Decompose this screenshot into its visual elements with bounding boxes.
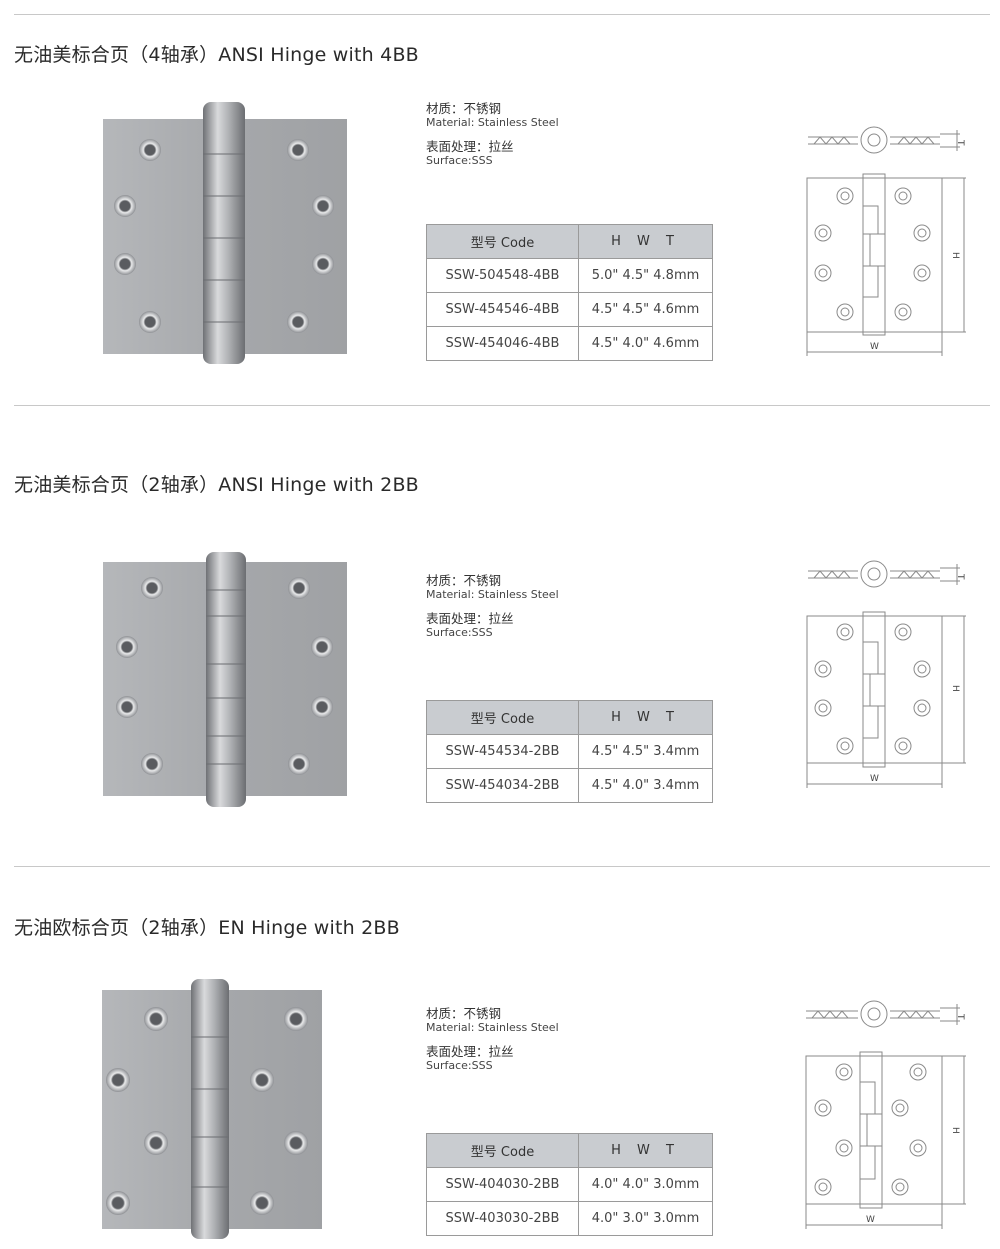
cell-code: SSW-504548-4BB	[426, 258, 579, 293]
model-table: 型号 Code H W T SSW-504548-4BB 5.0" 4.5" 4…	[426, 224, 713, 361]
cell-dims: 5.0" 4.5" 4.8mm	[578, 258, 713, 293]
dim-label-w: W	[866, 1215, 875, 1225]
spec-info: 材质：不锈钢 Material: Stainless Steel 表面处理：拉丝…	[426, 1007, 559, 1083]
table-row: SSW-504548-4BB 5.0" 4.5" 4.8mm	[426, 258, 713, 293]
cell-dims: 4.5" 4.0" 4.6mm	[578, 326, 713, 361]
table-row: SSW-454546-4BB 4.5" 4.5" 4.6mm	[426, 292, 713, 327]
header-dims: H W T	[578, 1133, 713, 1168]
model-table: 型号 Code H W T SSW-454534-2BB 4.5" 4.5" 3…	[426, 700, 713, 803]
table-header-row: 型号 Code H W T	[426, 700, 713, 735]
material-en: Material: Stainless Steel	[426, 588, 559, 601]
hinge-photo	[103, 102, 347, 364]
surface-cn: 表面处理：拉丝	[426, 139, 514, 154]
dim-label-h: H	[950, 1127, 960, 1134]
spec-info: 材质：不锈钢 Material: Stainless Steel 表面处理：拉丝…	[426, 574, 559, 650]
hinge-technical-drawing: T H W	[806, 560, 966, 788]
material-cn: 材质：不锈钢	[426, 1006, 502, 1021]
material-cn: 材质：不锈钢	[426, 101, 502, 116]
material-cn: 材质：不锈钢	[426, 573, 502, 588]
cell-dims: 4.0" 3.0" 3.0mm	[578, 1201, 713, 1236]
table-row: SSW-454034-2BB 4.5" 4.0" 3.4mm	[426, 768, 713, 803]
dim-label-h: H	[950, 685, 960, 692]
cell-code: SSW-454034-2BB	[426, 768, 579, 803]
model-table: 型号 Code H W T SSW-404030-2BB 4.0" 4.0" 3…	[426, 1133, 713, 1236]
material-en: Material: Stainless Steel	[426, 116, 559, 129]
cell-code: SSW-454546-4BB	[426, 292, 579, 327]
material-en: Material: Stainless Steel	[426, 1021, 559, 1034]
surface-en: Surface:SSS	[426, 1059, 493, 1072]
dim-label-w: W	[870, 342, 879, 352]
cell-dims: 4.5" 4.5" 3.4mm	[578, 734, 713, 769]
dim-label-t: T	[955, 573, 965, 580]
table-row: SSW-454046-4BB 4.5" 4.0" 4.6mm	[426, 326, 713, 361]
top-divider	[14, 14, 990, 15]
cell-code: SSW-454046-4BB	[426, 326, 579, 361]
cell-code: SSW-403030-2BB	[426, 1201, 579, 1236]
section-divider	[14, 405, 990, 406]
section-title: 无油美标合页（4轴承）ANSI Hinge with 4BB	[14, 44, 419, 66]
cell-dims: 4.5" 4.5" 4.6mm	[578, 292, 713, 327]
cell-code: SSW-404030-2BB	[426, 1167, 579, 1202]
table-row: SSW-454534-2BB 4.5" 4.5" 3.4mm	[426, 734, 713, 769]
hinge-photo	[103, 552, 347, 807]
hinge-photo	[102, 979, 322, 1239]
surface-en: Surface:SSS	[426, 154, 493, 167]
table-row: SSW-404030-2BB 4.0" 4.0" 3.0mm	[426, 1167, 713, 1202]
section-title: 无油美标合页（2轴承）ANSI Hinge with 2BB	[14, 474, 419, 496]
section-divider	[14, 866, 990, 867]
dim-label-t: T	[955, 1013, 965, 1020]
surface-cn: 表面处理：拉丝	[426, 611, 514, 626]
dim-label-w: W	[870, 774, 879, 784]
table-row: SSW-403030-2BB 4.0" 3.0" 3.0mm	[426, 1201, 713, 1236]
header-dims: H W T	[578, 700, 713, 735]
header-code: 型号 Code	[426, 700, 579, 735]
dim-label-h: H	[950, 252, 960, 259]
header-code: 型号 Code	[426, 1133, 579, 1168]
cell-code: SSW-454534-2BB	[426, 734, 579, 769]
cell-dims: 4.5" 4.0" 3.4mm	[578, 768, 713, 803]
dim-label-t: T	[955, 139, 965, 146]
table-header-row: 型号 Code H W T	[426, 1133, 713, 1168]
spec-info: 材质：不锈钢 Material: Stainless Steel 表面处理：拉丝…	[426, 102, 559, 178]
header-code: 型号 Code	[426, 224, 579, 259]
cell-dims: 4.0" 4.0" 3.0mm	[578, 1167, 713, 1202]
header-dims: H W T	[578, 224, 713, 259]
hinge-technical-drawing: T H W	[806, 126, 966, 356]
surface-en: Surface:SSS	[426, 626, 493, 639]
surface-cn: 表面处理：拉丝	[426, 1044, 514, 1059]
section-title: 无油欧标合页（2轴承）EN Hinge with 2BB	[14, 917, 400, 939]
hinge-technical-drawing: T H W	[805, 1000, 966, 1229]
table-header-row: 型号 Code H W T	[426, 224, 713, 259]
